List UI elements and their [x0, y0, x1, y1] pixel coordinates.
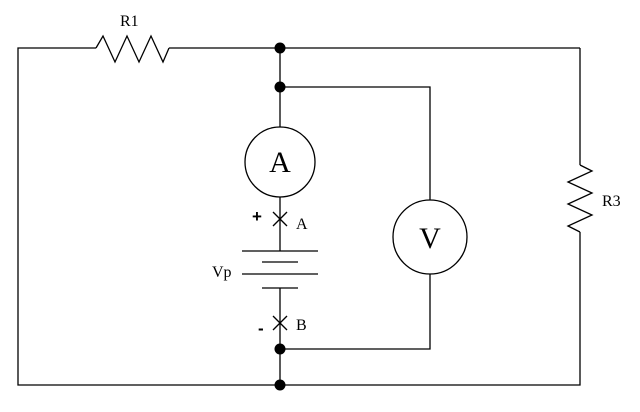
wire-top-left [17, 47, 280, 386]
junction-voltmeter-bottom [274, 343, 286, 355]
junction-top [274, 42, 286, 54]
wire-right-bottom [280, 232, 581, 386]
resistor-r1 [95, 34, 170, 64]
terminal-b-polarity: - [258, 319, 264, 338]
wire-voltmeter-top [280, 86, 431, 200]
voltmeter [392, 199, 468, 275]
voltmeter-symbol: V [419, 222, 441, 255]
junction-voltmeter-top [274, 81, 286, 93]
terminal-a-marker [272, 211, 288, 227]
junction-bottom [274, 379, 286, 391]
ammeter [244, 126, 316, 198]
terminal-a-label: A [296, 216, 308, 233]
wire-voltmeter-bottom [280, 274, 431, 350]
resistor-r3 [566, 164, 594, 233]
terminal-b-label: B [296, 317, 307, 334]
resistor-r3-label: R3 [602, 193, 621, 210]
terminal-b-marker [272, 315, 288, 331]
resistor-r1-label: R1 [120, 13, 139, 30]
terminal-a-polarity: + [252, 207, 262, 226]
ammeter-symbol: A [269, 146, 291, 179]
power-supply-label: Vp [212, 264, 232, 281]
